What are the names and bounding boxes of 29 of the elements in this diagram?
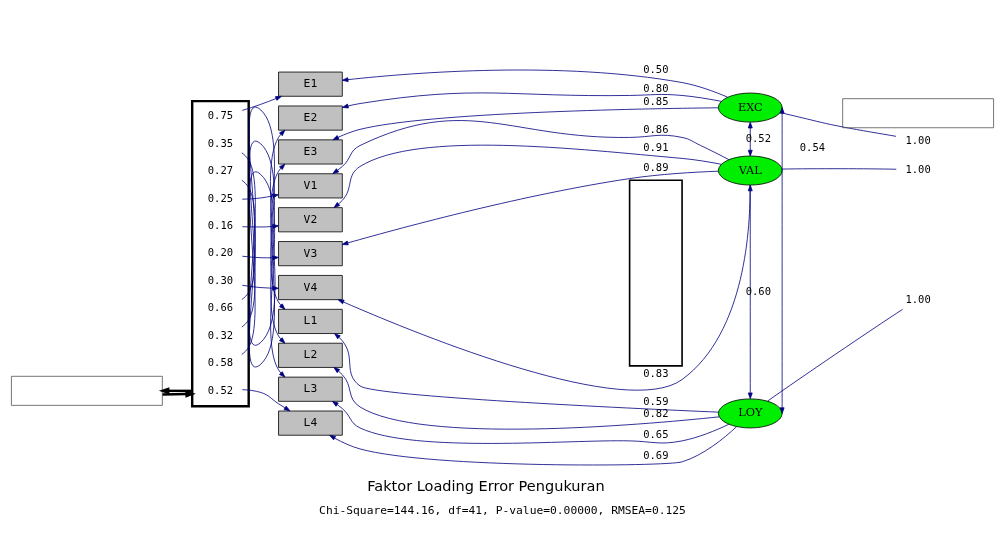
node-text: 0.58 [207,355,234,368]
edge-label: 0.82 [643,406,669,419]
node-text: 1.00 [905,292,931,305]
edge-label: 0.60 [745,284,771,297]
node-text: 0.66 [207,300,234,313]
edge-label: 0.86 [643,122,669,135]
label: Faktor Loading Error Pengukuran [367,477,605,494]
edge-label: 0.80 [643,81,669,94]
edge-label: 0.50 [643,62,669,75]
node-text: 1.00 [905,162,931,175]
edge-label: 0.83 [643,366,669,379]
caption: Chi-Square=144.16, df=41, P-value=0.00000, RMSEA=0.125 [319,503,686,517]
node-text: 0.35 [207,136,234,149]
node-text: 0.32 [207,328,234,341]
edge-label: 0.54 [799,140,826,153]
edge-label: 0.89 [643,160,669,173]
edge-label: 0.91 [643,140,669,153]
edge-label: 0.69 [643,448,669,461]
node-text: 0.20 [207,245,234,258]
node-text: 0.25 [207,191,234,204]
node-text: 1.00 [905,133,931,146]
node-text: 0.75 [207,108,234,121]
node-text: 0.30 [207,273,234,286]
edge-label: 0.85 [643,94,669,107]
node-text: 0.27 [207,163,234,176]
node-text: 0.16 [207,218,234,231]
edge-label: 0.59 [643,394,669,407]
node-text: 0.52 [207,383,234,396]
edge-label: 0.65 [643,427,669,440]
